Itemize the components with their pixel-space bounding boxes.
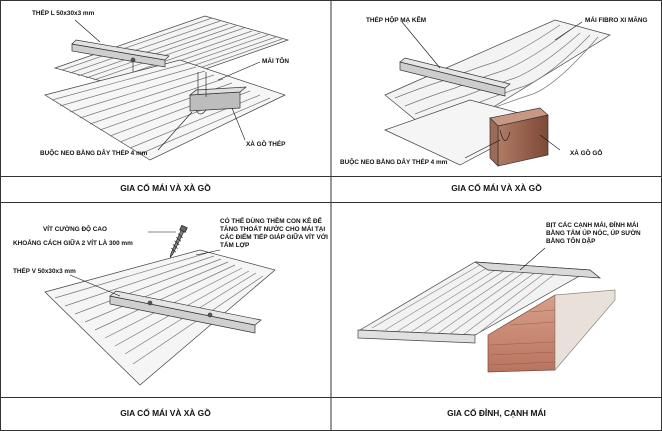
panel2-drawing: [384, 19, 611, 167]
label-purlin: XÀ GỒ GỖ: [570, 150, 603, 157]
panel4-drawing: [357, 247, 616, 373]
label-box-steel: THÉP HỘP MẠ KẼM: [366, 17, 427, 24]
label-spacing: KHOẢNG CÁCH GIỮA 2 VÍT LÀ 300 mm: [13, 240, 133, 247]
label-purlin: XÀ GỒ THÉP: [246, 141, 286, 148]
caption-panel3: GIA CỐ MÁI VÀ XÀ GỒ: [120, 408, 211, 418]
panel1-drawing: [44, 15, 290, 161]
label-screw: VÍT CƯỜNG ĐỘ CAO: [43, 226, 108, 233]
label-roof-sheet: MÁI TÔN: [262, 58, 289, 65]
label-fibro-roof: MÁI FIBRO XI MĂNG: [585, 17, 648, 24]
caption-panel1: GIA CỐ MÁI VÀ XÀ GỒ: [120, 183, 211, 193]
label-steel-v: THÉP V 50x30x3 mm: [13, 268, 76, 275]
panel3-drawing: [44, 224, 276, 386]
label-steel-angle: THÉP L 50x30x3 mm: [32, 10, 95, 17]
label-note: CÓ THỂ DÙNG THÊM CON KÊ ĐỂ TĂNG THOÁT NƯ…: [220, 218, 328, 249]
caption-panel4: GIA CỐ ĐỈNH, CẠNH MÁI: [447, 408, 546, 418]
caption-panel2: GIA CỐ MÁI VÀ XÀ GỒ: [451, 183, 542, 193]
label-wire-tie: BUỘC NEO BẰNG DÂY THÉP 4 mm: [340, 159, 448, 166]
label-note: BỊT CÁC CẠNH MÁI, ĐỈNH MÁI BẰNG TẤM ÚP N…: [546, 222, 641, 245]
label-wire-tie: BUỘC NEO BẰNG DÂY THÉP 4 mm: [40, 150, 148, 157]
